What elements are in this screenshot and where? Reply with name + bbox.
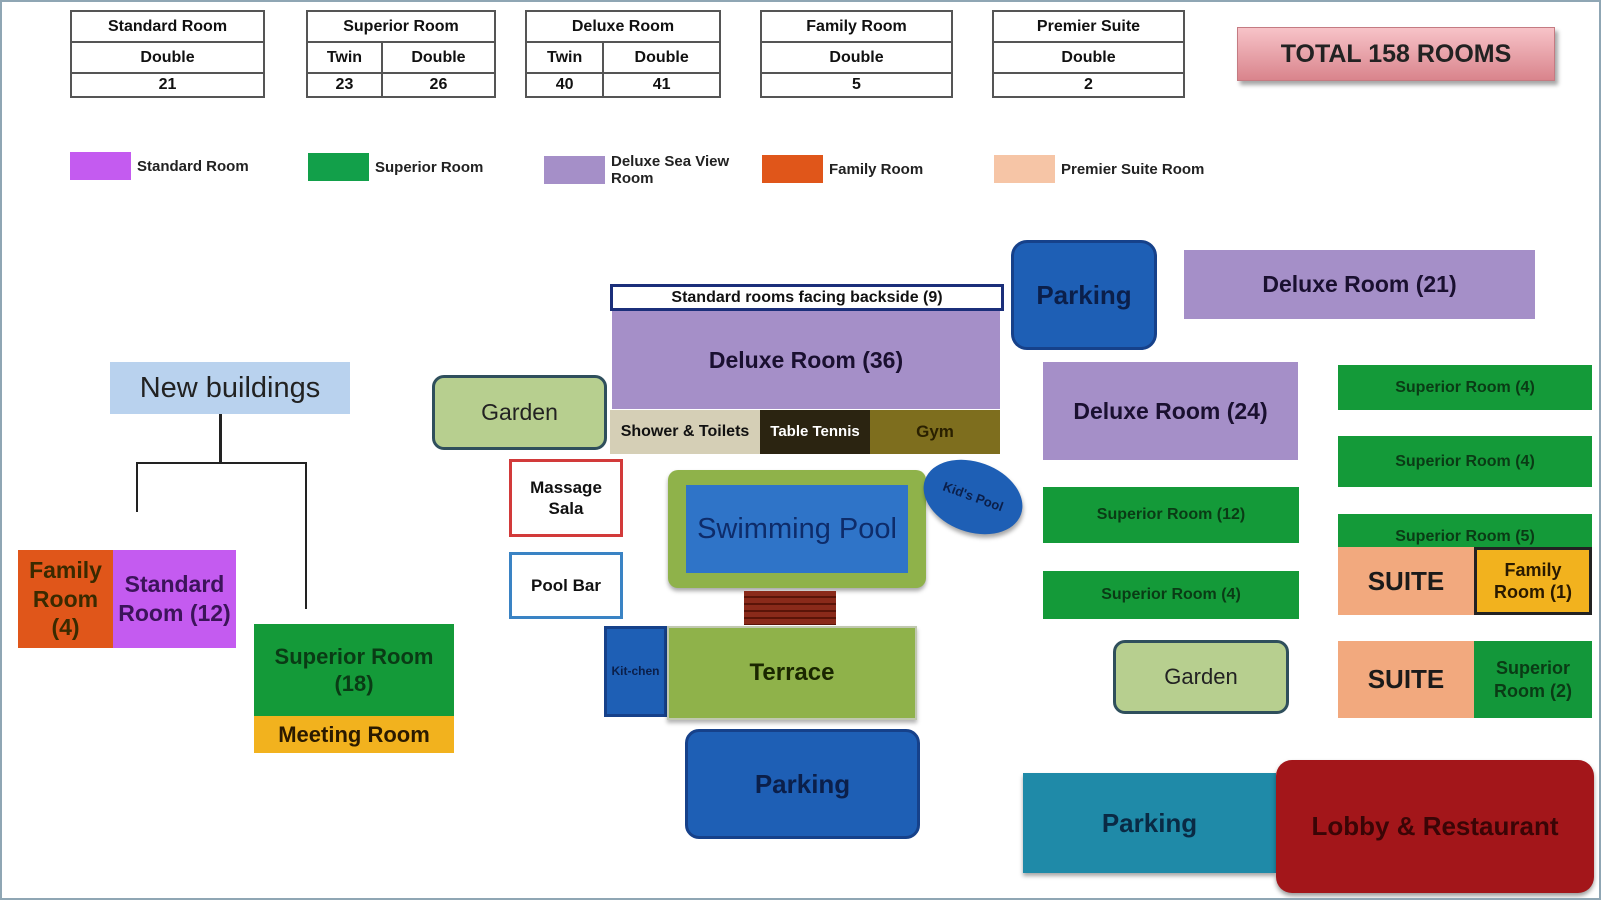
room-count: 40 bbox=[524, 72, 605, 98]
superior-room-18: Superior Room (18) bbox=[254, 624, 454, 716]
family-room-4: Family Room (4) bbox=[18, 550, 113, 648]
swimming-pool-area: Swimming Pool bbox=[668, 470, 926, 588]
suite-1: SUITE bbox=[1338, 547, 1474, 615]
room-type: Twin bbox=[524, 41, 605, 74]
superior-room-4-mid: Superior Room (4) bbox=[1043, 571, 1299, 619]
parking-center: Parking bbox=[685, 729, 920, 839]
legend-swatch bbox=[762, 155, 823, 183]
family-room-1: Family Room (1) bbox=[1474, 547, 1592, 615]
deluxe-room-36: Deluxe Room (36) bbox=[612, 311, 1000, 409]
legend-swatch bbox=[70, 152, 131, 180]
meeting-room: Meeting Room bbox=[254, 716, 454, 753]
room-count: 21 bbox=[70, 72, 265, 98]
suite-2: SUITE bbox=[1338, 641, 1474, 718]
room-type: Double bbox=[602, 41, 721, 74]
total-rooms-badge: TOTAL 158 ROOMS bbox=[1237, 27, 1555, 81]
new-buildings-label: New buildings bbox=[110, 362, 350, 414]
family-room-table: Family Room Double 5 bbox=[760, 10, 953, 98]
superior-room-4-a: Superior Room (4) bbox=[1338, 365, 1592, 410]
room-count: 2 bbox=[992, 72, 1185, 98]
room-type: Double bbox=[992, 41, 1185, 74]
lobby-restaurant: Lobby & Restaurant bbox=[1276, 760, 1594, 893]
table-title: Standard Room bbox=[70, 10, 265, 43]
room-type: Double bbox=[70, 41, 265, 74]
legend-swatch bbox=[544, 156, 605, 184]
table-title: Family Room bbox=[760, 10, 953, 43]
garden-left: Garden bbox=[432, 375, 607, 450]
room-count: 5 bbox=[760, 72, 953, 98]
legend-label: Family Room bbox=[829, 160, 924, 178]
legend-label: Standard Room bbox=[137, 157, 249, 175]
standard-rooms-backside: Standard rooms facing backside (9) bbox=[610, 284, 1004, 311]
table-title: Premier Suite bbox=[992, 10, 1185, 43]
standard-room-table: Standard Room Double 21 bbox=[70, 10, 265, 98]
legend-premier-suite: Premier Suite Room bbox=[994, 155, 1204, 183]
premier-suite-table: Premier Suite Double 2 bbox=[992, 10, 1185, 98]
superior-room-12: Superior Room (12) bbox=[1043, 487, 1299, 543]
room-type: Double bbox=[760, 41, 953, 74]
kitchen: Kit-chen bbox=[604, 626, 667, 717]
kids-pool: Kid's Pool bbox=[913, 446, 1033, 548]
pool-bar: Pool Bar bbox=[509, 552, 623, 619]
tree-line bbox=[136, 462, 138, 512]
superior-room-5: Superior Room (5) bbox=[1338, 514, 1592, 547]
deluxe-room-24: Deluxe Room (24) bbox=[1043, 362, 1298, 460]
garden-right: Garden bbox=[1113, 640, 1289, 714]
swimming-pool: Swimming Pool bbox=[686, 485, 908, 573]
terrace: Terrace bbox=[667, 626, 917, 720]
room-type: Twin bbox=[306, 41, 383, 74]
tree-line bbox=[136, 462, 307, 464]
superior-room-2: Superior Room (2) bbox=[1474, 641, 1592, 718]
room-count: 23 bbox=[306, 72, 383, 98]
shower-toilets: Shower & Toilets bbox=[610, 410, 760, 454]
room-count: 26 bbox=[380, 72, 497, 98]
deluxe-room-21: Deluxe Room (21) bbox=[1184, 250, 1535, 319]
superior-room-4-b: Superior Room (4) bbox=[1338, 436, 1592, 487]
legend-label: Premier Suite Room bbox=[1061, 160, 1205, 178]
room-type: Double bbox=[380, 41, 497, 74]
legend-superior-room: Superior Room bbox=[308, 153, 483, 181]
legend-label: Deluxe Sea View Room bbox=[611, 153, 730, 187]
table-title: Superior Room bbox=[306, 10, 496, 43]
gym: Gym bbox=[870, 410, 1000, 454]
room-count: 41 bbox=[602, 72, 721, 98]
parking-bottom-right: Parking bbox=[1023, 773, 1276, 873]
table-tennis: Table Tennis bbox=[760, 410, 870, 454]
legend-swatch bbox=[308, 153, 369, 181]
tree-line bbox=[305, 462, 307, 609]
pool-steps bbox=[744, 591, 836, 625]
legend-swatch bbox=[994, 155, 1055, 183]
legend-standard-room: Standard Room bbox=[70, 152, 249, 180]
tree-line bbox=[219, 414, 222, 464]
legend-family-room: Family Room bbox=[762, 155, 923, 183]
parking-top: Parking bbox=[1011, 240, 1157, 350]
standard-room-12: Standard Room (12) bbox=[113, 550, 236, 648]
legend-label: Superior Room bbox=[375, 158, 484, 176]
massage-sala: Massage Sala bbox=[509, 459, 623, 537]
legend-deluxe-sea-view: Deluxe Sea View Room bbox=[544, 153, 744, 187]
table-title: Deluxe Room bbox=[525, 10, 721, 43]
